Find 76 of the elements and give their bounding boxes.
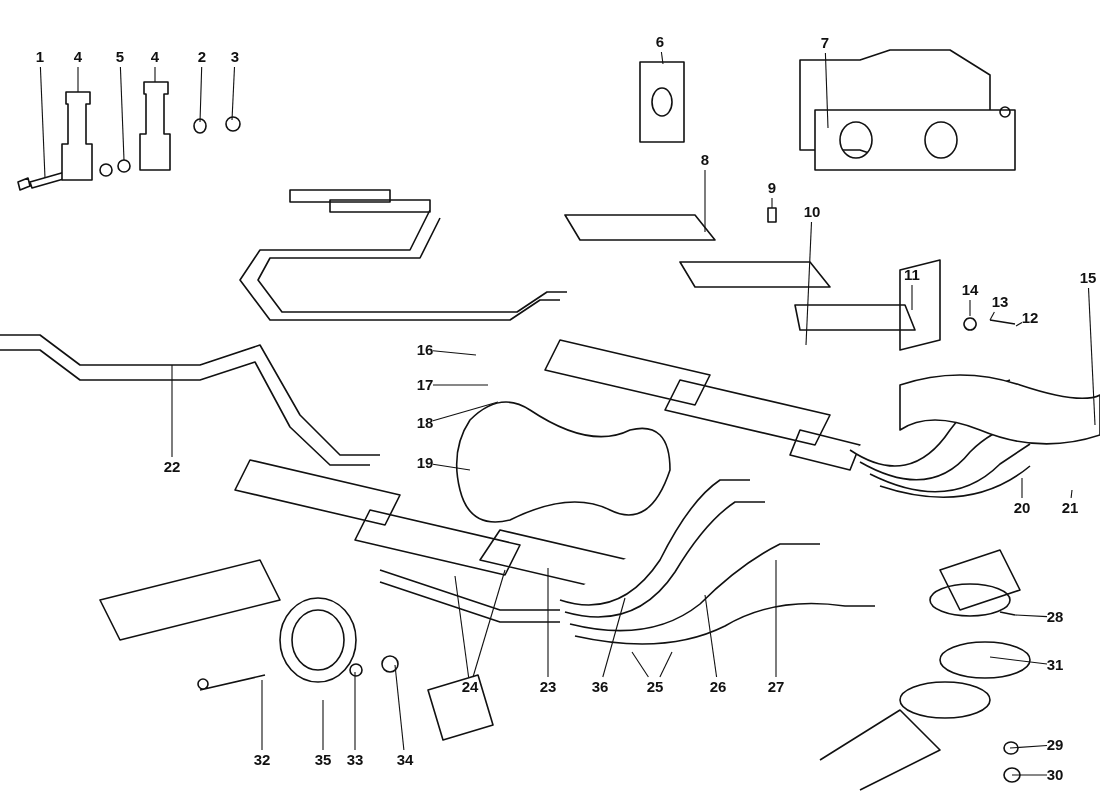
callout-number: 2: [188, 48, 216, 66]
leader-line: [547, 567, 549, 678]
callout-number: 1: [26, 48, 54, 66]
leader-line: [1021, 477, 1023, 499]
leader-line: [472, 569, 506, 678]
leader-line: [432, 350, 477, 356]
callout-number: 33: [341, 751, 369, 769]
leader-line: [704, 594, 718, 678]
leader-line: [322, 699, 324, 751]
callout-number: 36: [586, 678, 614, 696]
callout-number: 27: [762, 678, 790, 696]
leader-line: [602, 597, 626, 678]
callout-number: 31: [1041, 656, 1069, 674]
leader-line: [119, 66, 125, 161]
leader-line: [1009, 744, 1048, 749]
leader-line: [704, 169, 706, 233]
callout-number: 35: [309, 751, 337, 769]
leader-line: [231, 66, 236, 121]
callout-number: 23: [534, 678, 562, 696]
leader-line: [154, 66, 156, 83]
callout-number: 3: [221, 48, 249, 66]
callout-number: 15: [1074, 269, 1100, 287]
callout-number: 19: [411, 454, 439, 472]
callout-number: 20: [1008, 499, 1036, 517]
leader-line: [432, 384, 489, 386]
leader-line: [631, 651, 649, 678]
callout-number: 28: [1041, 608, 1069, 626]
callout-number: 17: [411, 376, 439, 394]
leader-line: [199, 66, 203, 123]
leader-line: [775, 559, 777, 678]
leader-line: [39, 66, 46, 179]
callout-number: 24: [456, 678, 484, 696]
callout-number: 14: [956, 281, 984, 299]
leader-line: [771, 197, 773, 209]
leader-line: [454, 575, 470, 678]
leader-line: [171, 364, 173, 458]
callout-number: 21: [1056, 499, 1084, 517]
callout-number: 7: [811, 34, 839, 52]
callout-number: 29: [1041, 736, 1069, 754]
leader-line: [394, 664, 405, 751]
leader-line: [1087, 287, 1096, 426]
leader-line: [911, 284, 913, 311]
callout-number: 26: [704, 678, 732, 696]
leader-line: [1015, 322, 1023, 327]
callout-number: 12: [1016, 309, 1044, 327]
callout-number: 5: [106, 48, 134, 66]
callout-number: 16: [411, 341, 439, 359]
callout-number: 18: [411, 414, 439, 432]
leader-line: [989, 656, 1048, 665]
callout-number: 4: [64, 48, 92, 66]
leader-line: [432, 463, 471, 471]
callout-number: 6: [646, 33, 674, 51]
leader-line: [824, 52, 829, 129]
leader-line: [989, 311, 995, 321]
callout-number: 10: [798, 203, 826, 221]
leader-line: [659, 651, 673, 678]
callout-number: 4: [141, 48, 169, 66]
leader-line: [805, 221, 813, 346]
callout-number: 25: [641, 678, 669, 696]
leader-line: [1014, 614, 1048, 618]
leader-line: [354, 671, 356, 751]
callout-number: 34: [391, 751, 419, 769]
leader-line: [1011, 774, 1048, 776]
leader-line: [969, 299, 971, 317]
callout-number: 13: [986, 293, 1014, 311]
callout-number: 32: [248, 751, 276, 769]
callout-number: 11: [898, 266, 926, 284]
leader-line: [1070, 489, 1073, 499]
leader-line: [660, 51, 664, 65]
leader-line: [261, 679, 263, 751]
callout-number: 9: [758, 179, 786, 197]
callout-number: 8: [691, 151, 719, 169]
leader-line: [77, 66, 79, 93]
leader-line: [432, 401, 499, 422]
callout-number: 30: [1041, 766, 1069, 784]
callout-number: 22: [158, 458, 186, 476]
